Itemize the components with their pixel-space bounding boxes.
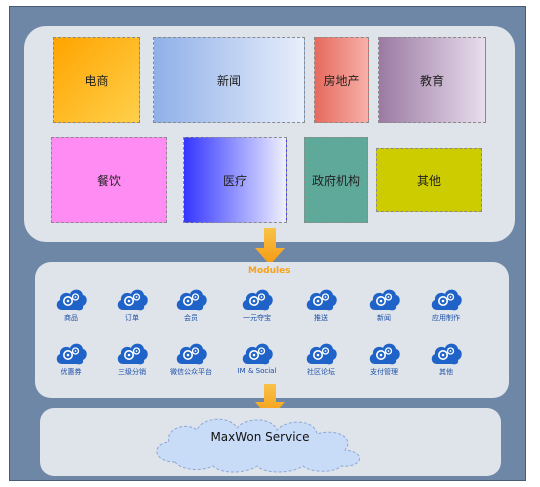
cloud-gear-icon — [104, 340, 160, 366]
category-ecommerce: 电商 — [53, 37, 140, 123]
cloud-gear-icon — [356, 286, 412, 312]
module-item: 社区论坛 — [293, 340, 349, 377]
module-label: 三级分销 — [118, 368, 146, 376]
cloud-gear-icon — [293, 340, 349, 366]
module-item: 优惠券 — [43, 340, 99, 377]
module-item: 推送 — [293, 286, 349, 323]
module-item: 订单 — [104, 286, 160, 323]
arrow-down-icon — [255, 228, 285, 265]
category-label: 电商 — [84, 73, 109, 88]
modules-title: Modules — [248, 266, 291, 276]
module-label: 订单 — [125, 314, 139, 322]
cloud-gear-icon — [163, 286, 219, 312]
module-item: 新闻 — [356, 286, 412, 323]
cloud-gear-icon — [43, 286, 99, 312]
category-label: 餐饮 — [96, 173, 121, 188]
category-label: 新闻 — [216, 73, 241, 88]
module-label: 其他 — [439, 368, 453, 376]
module-label: 应用制作 — [432, 314, 460, 322]
module-label: 支付管理 — [370, 368, 398, 376]
module-label: 微信公众平台 — [170, 368, 212, 376]
module-item: IM & Social — [229, 340, 285, 375]
module-label: IM & Social — [237, 367, 277, 375]
category-label: 医疗 — [222, 173, 247, 188]
service-cloud-icon — [156, 418, 360, 473]
category-education: 教育 — [378, 37, 486, 123]
service-label: MaxWon Service — [210, 430, 310, 444]
modules-panel — [35, 262, 509, 398]
category-label: 房地产 — [323, 73, 360, 88]
category-catering: 餐饮 — [51, 137, 167, 223]
category-medical: 医疗 — [183, 137, 287, 223]
module-item: 应用制作 — [418, 286, 474, 323]
category-label: 其他 — [416, 173, 441, 188]
module-label: 一元夺宝 — [243, 314, 271, 322]
module-item: 一元夺宝 — [229, 286, 285, 323]
module-item: 三级分销 — [104, 340, 160, 377]
cloud-gear-icon — [163, 340, 219, 366]
module-label: 社区论坛 — [307, 368, 335, 376]
module-item: 支付管理 — [356, 340, 412, 377]
cloud-gear-icon — [418, 340, 474, 366]
cloud-gear-icon — [418, 286, 474, 312]
cloud-gear-icon — [229, 286, 285, 312]
module-label: 优惠券 — [60, 368, 82, 376]
category-real-estate: 房地产 — [314, 37, 369, 123]
cloud-gear-icon — [356, 340, 412, 366]
category-other: 其他 — [376, 148, 482, 212]
module-item: 微信公众平台 — [163, 340, 219, 377]
module-item: 商品 — [43, 286, 99, 323]
cloud-gear-icon — [229, 340, 285, 366]
cloud-gear-icon — [43, 340, 99, 366]
module-label: 新闻 — [377, 314, 391, 322]
module-item: 会员 — [163, 286, 219, 323]
cloud-gear-icon — [293, 286, 349, 312]
category-label: 政府机构 — [311, 173, 360, 188]
category-label: 教育 — [419, 73, 444, 88]
category-news: 新闻 — [153, 37, 305, 123]
module-label: 推送 — [314, 314, 328, 322]
cloud-gear-icon — [104, 286, 160, 312]
module-label: 商品 — [64, 314, 78, 322]
category-government: 政府机构 — [304, 137, 368, 223]
module-item: 其他 — [418, 340, 474, 377]
module-label: 会员 — [184, 314, 198, 322]
